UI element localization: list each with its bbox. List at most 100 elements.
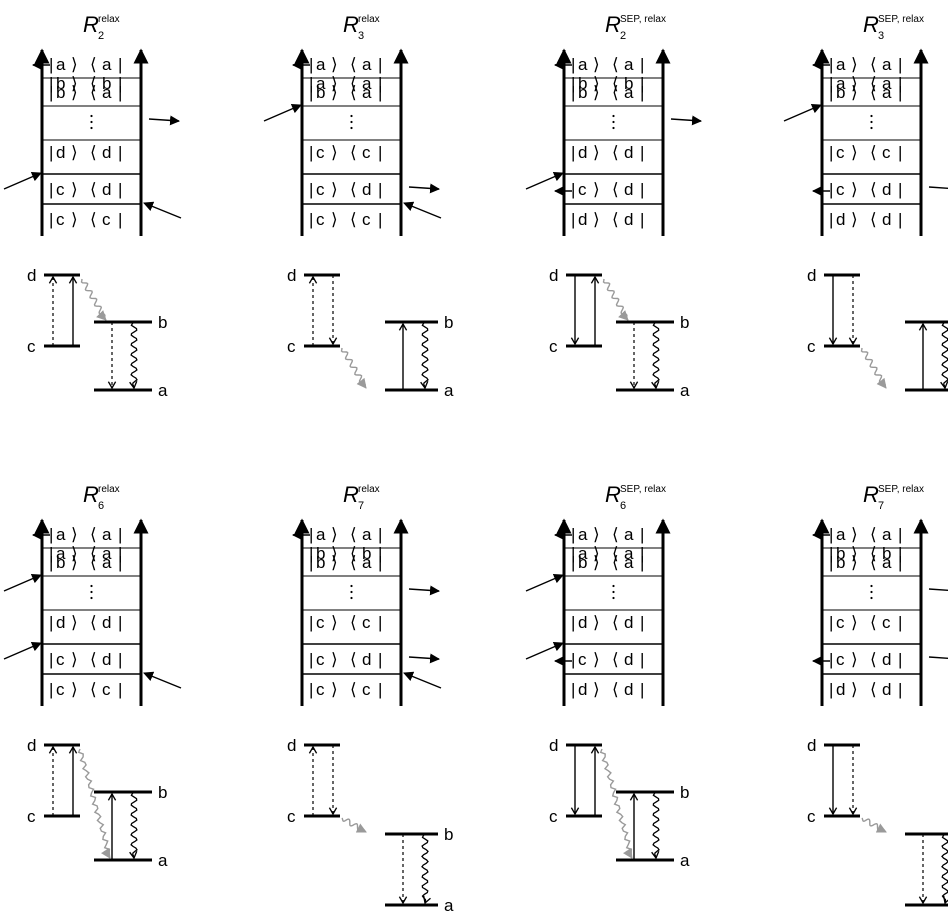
bra-label: a	[102, 55, 112, 74]
bra-bar-right: |	[898, 680, 902, 699]
ket-bar-left: |	[571, 650, 575, 669]
density-matrix-row: |c⟩⟨d|	[571, 180, 644, 199]
level-label-b: b	[680, 783, 689, 802]
bra-bracket: ⟨	[870, 680, 877, 699]
bra-bracket: ⟨	[350, 525, 357, 544]
ket-bar-left: |	[309, 83, 313, 102]
ket-bracket: ⟩	[71, 83, 78, 102]
ellipsis-dot	[612, 590, 615, 594]
bra-bar-right: |	[640, 210, 644, 229]
ket-bar-left: |	[49, 180, 53, 199]
bra-bracket: ⟨	[870, 74, 877, 93]
ket-label: c	[316, 680, 325, 699]
bra-label: d	[624, 180, 633, 199]
density-matrix-row: |a⟩⟨a|	[571, 544, 644, 563]
ket-label: c	[578, 650, 587, 669]
bra-bracket: ⟨	[870, 180, 877, 199]
ket-bar-left: |	[571, 83, 575, 102]
title-superscript: relax	[98, 14, 120, 25]
bra-bar-right: |	[640, 74, 644, 93]
ket-bracket: ⟩	[851, 680, 858, 699]
bra-label: c	[362, 680, 371, 699]
ellipsis-dot	[350, 120, 353, 124]
ket-label: c	[56, 680, 65, 699]
ket-bar-left: |	[49, 544, 53, 563]
level-label-c: c	[287, 337, 296, 356]
bra-bar-right: |	[118, 613, 122, 632]
bra-label: a	[624, 544, 634, 563]
bra-bracket: ⟨	[350, 650, 357, 669]
ket-label: b	[316, 553, 325, 572]
level-label-d: d	[287, 266, 296, 285]
bra-bar-right: |	[898, 553, 902, 572]
density-matrix-row: |c⟩⟨c|	[309, 210, 382, 229]
signal-wavy-arrow	[651, 791, 660, 860]
ellipsis-dot	[350, 590, 353, 594]
ket-label: d	[836, 680, 845, 699]
title-subscript: 3	[878, 30, 884, 42]
ket-label: c	[56, 180, 65, 199]
ket-bar-left: |	[571, 525, 575, 544]
ket-label: c	[578, 180, 587, 199]
bra-bracket: ⟨	[350, 180, 357, 199]
bra-bar-right: |	[378, 553, 382, 572]
bra-bar-right: |	[378, 680, 382, 699]
bra-bracket: ⟨	[870, 525, 877, 544]
ket-bracket: ⟩	[71, 553, 78, 572]
ket-bracket: ⟩	[331, 55, 338, 74]
bra-bracket: ⟨	[870, 210, 877, 229]
bra-bar-right: |	[378, 74, 382, 93]
ket-bracket: ⟩	[851, 55, 858, 74]
bra-label: b	[102, 74, 111, 93]
bra-bracket: ⟨	[90, 525, 97, 544]
title-subscript: 7	[878, 500, 884, 512]
ket-bracket: ⟩	[593, 55, 600, 74]
ellipsis-dot	[90, 596, 93, 600]
level-label-a: a	[444, 381, 454, 400]
density-matrix-row: |a⟩⟨a|	[829, 74, 902, 93]
title-subscript: 6	[98, 500, 104, 512]
level-label-c: c	[807, 807, 816, 826]
density-matrix-row: |a⟩⟨a|	[829, 55, 902, 74]
field-interaction-arrow	[928, 588, 948, 591]
bra-bar-right: |	[378, 613, 382, 632]
ket-bar-left: |	[571, 143, 575, 162]
ket-bracket: ⟩	[593, 180, 600, 199]
ket-label: b	[56, 83, 65, 102]
title-superscript: relax	[98, 484, 120, 495]
ket-label: b	[316, 544, 325, 563]
ket-label: d	[56, 143, 65, 162]
ellipsis-dot	[90, 590, 93, 594]
bra-label: a	[624, 55, 634, 74]
ket-bracket: ⟩	[331, 553, 338, 572]
ket-bar-left: |	[571, 680, 575, 699]
ket-bar-left: |	[49, 525, 53, 544]
ket-bracket: ⟩	[71, 74, 78, 93]
bra-bar-right: |	[898, 74, 902, 93]
bra-bracket: ⟨	[350, 680, 357, 699]
density-matrix-row: |c⟩⟨d|	[829, 180, 902, 199]
ellipsis-dot	[350, 114, 353, 118]
ket-bracket: ⟩	[851, 143, 858, 162]
bra-bar-right: |	[118, 525, 122, 544]
ket-bar-left: |	[309, 210, 313, 229]
level-label-a: a	[158, 851, 168, 870]
bra-bar-right: |	[640, 680, 644, 699]
density-matrix-row: |c⟩⟨d|	[309, 650, 382, 669]
level-label-d: d	[807, 736, 816, 755]
density-matrix-row: |c⟩⟨d|	[49, 180, 122, 199]
ket-label: a	[56, 544, 66, 563]
ket-bar-left: |	[829, 143, 833, 162]
density-matrix-row: |b⟩⟨a|	[829, 83, 902, 102]
ket-bar-left: |	[829, 553, 833, 572]
density-matrix-row: |c⟩⟨c|	[309, 613, 382, 632]
bra-label: d	[882, 680, 891, 699]
level-label-c: c	[549, 807, 558, 826]
ket-label: c	[316, 650, 325, 669]
